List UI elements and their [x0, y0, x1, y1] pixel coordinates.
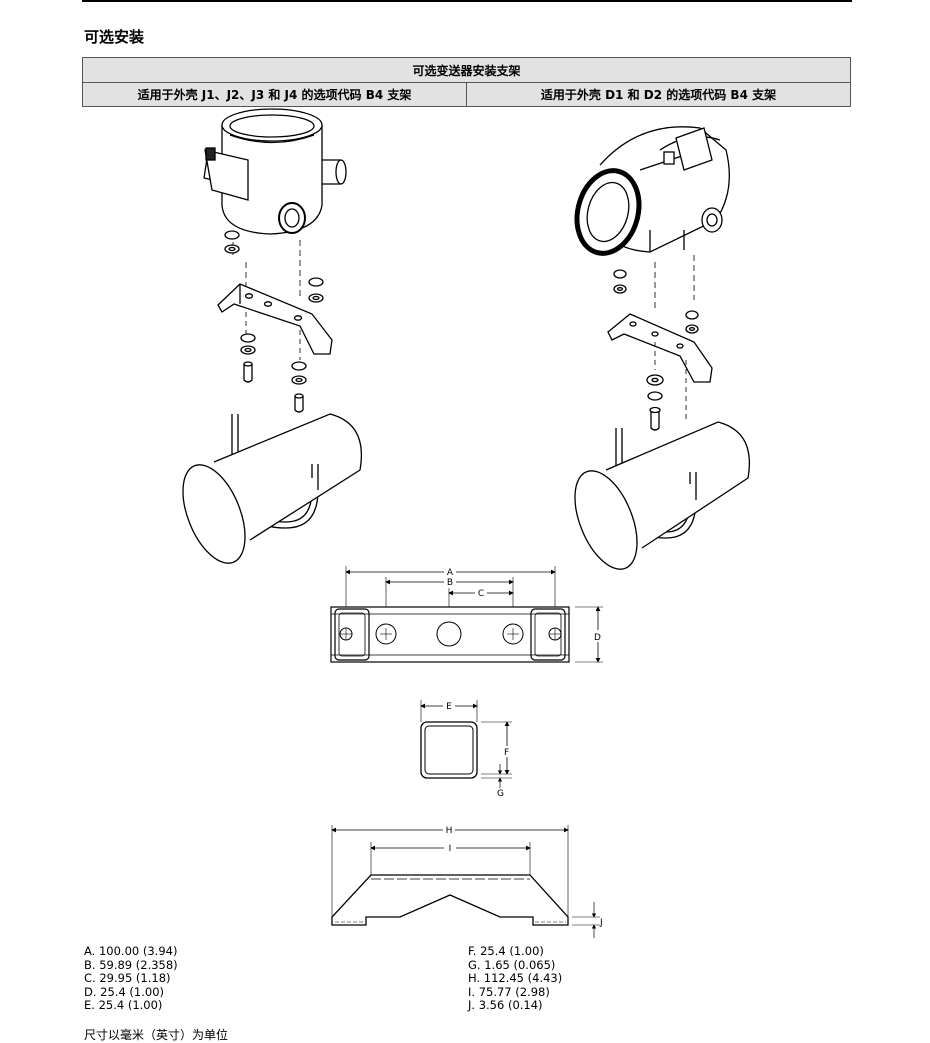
dim-label-g: G — [497, 789, 504, 799]
dimension-item: D. 25.4 (1.00) — [84, 984, 165, 999]
dim-label-b: B — [447, 578, 453, 588]
dimension-item: B. 59.89 (2.358) — [84, 957, 178, 972]
section-title: 可选安装 — [84, 28, 145, 46]
dimension-item: F. 25.4 (1.00) — [468, 944, 544, 958]
left-assembly-illustration — [182, 108, 362, 564]
dim-label-i: I — [449, 844, 452, 854]
column-right-label: 适用于外壳 D1 和 D2 的选项代码 B4 支架 — [466, 82, 851, 107]
top-rule — [82, 0, 852, 2]
right-assembly-illustration — [574, 126, 750, 570]
bracket-top-view: A B C D — [330, 566, 605, 663]
dim-label-c: C — [478, 589, 484, 599]
tube-section-view: E F G — [420, 700, 514, 799]
dimension-item: E. 25.4 (1.00) — [84, 998, 163, 1013]
dim-label-j: J — [599, 918, 603, 928]
bracket-side-view: H I J — [331, 824, 603, 938]
dimension-list-right: F. 25.4 (1.00) G. 1.65 (0.065) H. 112.45… — [468, 944, 563, 1013]
dim-label-e: E — [446, 702, 452, 712]
dim-label-h: H — [446, 826, 453, 836]
dimension-item: I. 75.77 (2.98) — [468, 984, 550, 999]
dimension-item: H. 112.45 (4.43) — [468, 971, 563, 986]
dimension-item: G. 1.65 (0.065) — [468, 957, 556, 972]
dim-label-d: D — [594, 633, 601, 643]
column-left-label: 适用于外壳 J1、J2、J3 和 J4 的选项代码 B4 支架 — [82, 82, 467, 107]
dimension-item: C. 29.95 (1.18) — [84, 971, 171, 986]
dimension-item: A. 100.00 (3.94) — [84, 944, 178, 958]
table-header: 可选变送器安装支架 — [82, 57, 851, 83]
bracket-table: 可选变送器安装支架 适用于外壳 J1、J2、J3 和 J4 的选项代码 B4 支… — [82, 57, 851, 107]
dim-label-f: F — [504, 748, 509, 758]
units-note: 尺寸以毫米（英寸）为单位 — [84, 1028, 229, 1042]
dimension-list-left: A. 100.00 (3.94) B. 59.89 (2.358) C. 29.… — [84, 944, 178, 1013]
dimension-item: J. 3.56 (0.14) — [468, 998, 543, 1013]
dim-label-a: A — [447, 568, 454, 578]
